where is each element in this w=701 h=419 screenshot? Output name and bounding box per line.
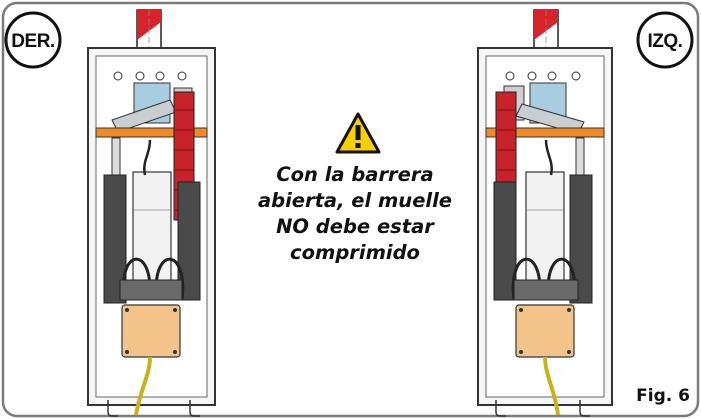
warning-triangle-icon [335,112,381,154]
cylinder-left-izq [493,181,517,301]
cylinder-right-izq [569,174,593,304]
orange-bracket-der [95,127,208,138]
warning-message: Con la barrera abierta, el muelle NO deb… [258,163,452,264]
cable-der [134,356,152,416]
cabinet-izq [477,9,613,417]
warning-line-4: comprimido [290,241,420,264]
junction-box-izq [515,304,575,358]
badge-izq-label: IZQ. [648,31,683,52]
cylinder-left-der [103,174,127,304]
cable-izq [543,356,560,416]
warning-line-3: NO debe estar [276,215,435,238]
orange-bracket-izq [485,127,605,138]
badge-izq: IZQ. [636,11,694,69]
tank-der [132,171,172,291]
tank-izq [525,171,565,291]
warning-line-2: abierta, el muelle [258,189,452,212]
figure-label: Fig. 6 [636,386,690,406]
cabinet-der [87,9,216,417]
cylinder-right-der [177,181,201,301]
badge-der: DER. [4,11,62,69]
junction-box-der [121,304,181,358]
badge-der-label: DER. [11,31,54,52]
warning-line-1: Con la barrera [276,163,433,186]
